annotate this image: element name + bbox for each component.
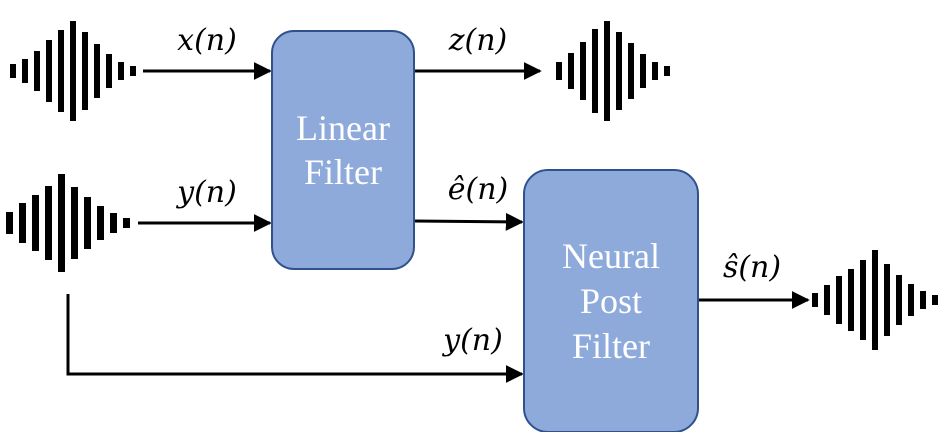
signal-label-e-hat: ê(n) [448, 172, 508, 207]
linear-filter-block: Linear Filter [271, 30, 415, 270]
waveform-bar [884, 264, 890, 336]
bypass-path-y-to-neural-post-filter [66, 294, 524, 383]
waveform-bar [130, 66, 136, 76]
waveform-icon [10, 21, 136, 121]
waveform-bar [932, 295, 938, 305]
waveform-bar [848, 269, 854, 331]
waveform-icon [812, 250, 938, 350]
neural-post-filter-label-line-2: Post [580, 281, 642, 321]
waveform-bar [6, 212, 13, 234]
waveform-bar [97, 206, 104, 240]
waveform-bar [82, 32, 88, 110]
linear-filter-label-line-2: Filter [304, 152, 382, 192]
waveform-bar [628, 43, 634, 99]
waveform-bar [94, 44, 100, 98]
waveform-bar [920, 291, 926, 309]
signal-label-z: z(n) [448, 23, 508, 58]
neural-post-filter-label-line-1: Neural [562, 236, 660, 276]
waveform-bar [604, 21, 610, 121]
waveform-bar [84, 197, 91, 249]
neural-post-filter-label-line-3: Filter [572, 326, 650, 366]
waveform-bar [664, 66, 670, 76]
waveform-bar [58, 30, 64, 112]
waveform-bar [110, 213, 117, 233]
waveform-bar [652, 62, 658, 80]
waveform-bar [836, 276, 842, 324]
waveform-bar [616, 32, 622, 110]
signal-label-x: x(n) [177, 23, 237, 58]
waveform-bar [58, 174, 65, 272]
waveform-bar [860, 260, 866, 340]
waveform-bar [118, 62, 124, 80]
waveform-bar [580, 42, 586, 100]
linear-filter-label-line-1: Linear [296, 108, 390, 148]
waveform-bar [32, 195, 39, 251]
waveform-bar [568, 53, 574, 89]
waveform-bar [896, 275, 902, 325]
waveform-bar [872, 250, 878, 350]
neural-post-filter-block: Neural Post Filter [523, 169, 699, 432]
waveform-bar [812, 293, 818, 307]
waveform-bar [70, 21, 76, 121]
signal-label-y-bypass: y(n) [441, 323, 503, 358]
waveform-bar [640, 54, 646, 88]
waveform-bar [22, 59, 28, 83]
signal-label-s-hat: ŝ(n) [723, 250, 781, 285]
waveform-bar [45, 186, 52, 260]
waveform-bar [10, 64, 16, 78]
waveform-bar [19, 203, 26, 243]
waveform-bar [123, 218, 130, 228]
waveform-icon [556, 21, 670, 121]
waveform-bar [46, 40, 52, 102]
waveform-bar [34, 51, 40, 91]
waveform-bar [908, 284, 914, 316]
waveform-bar [592, 29, 598, 113]
signal-label-y: y(n) [175, 175, 237, 210]
waveform-bar [106, 54, 112, 88]
waveform-bar [556, 62, 562, 80]
waveform-icon [6, 174, 130, 272]
arrow-linear-filter-to-neural-post-filter [413, 212, 524, 231]
waveform-bar [824, 285, 830, 315]
waveform-bar [71, 187, 78, 259]
